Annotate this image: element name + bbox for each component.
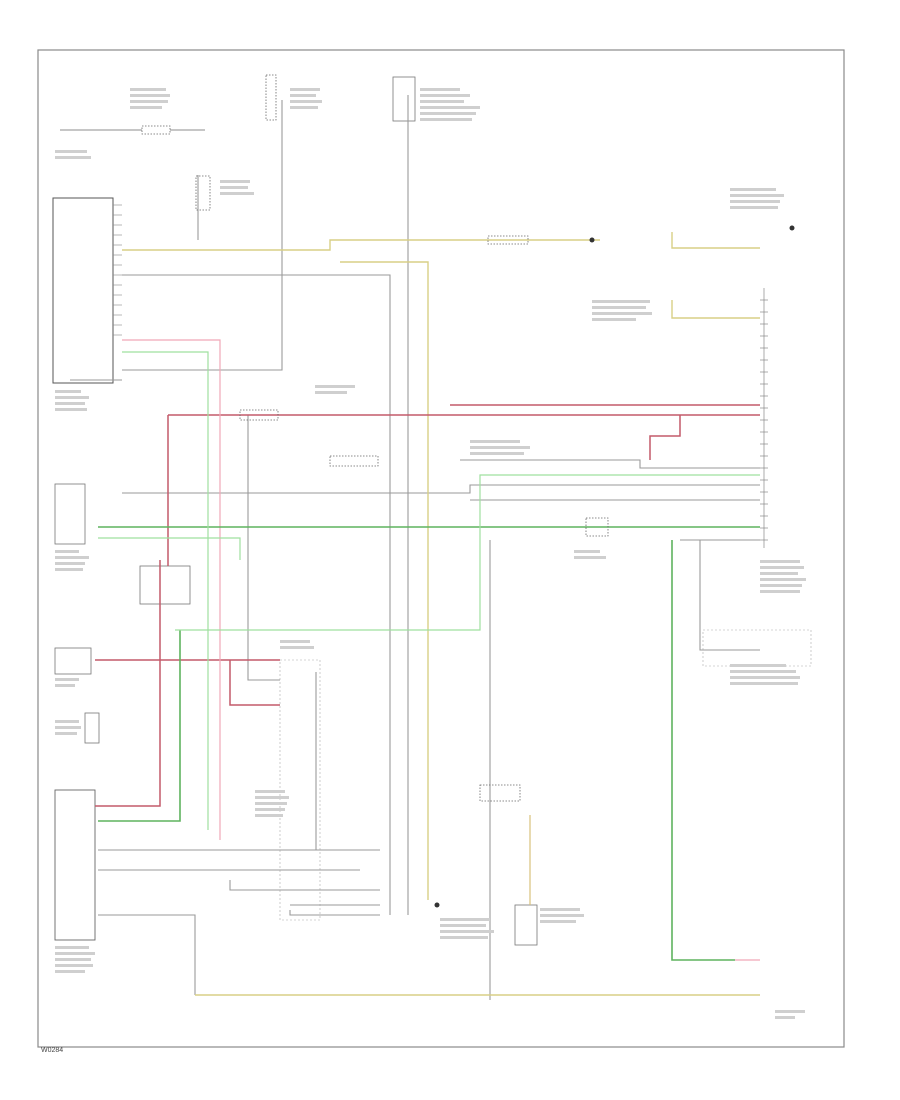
green-wires [98,526,760,961]
right-ground-box [702,629,812,667]
control-module-box [54,789,96,941]
faint-labels [55,88,806,1019]
top-center-switch-box [392,76,416,122]
center-connector-box [279,659,321,921]
ground-point-2 [789,225,795,231]
gray-wires [70,95,760,1000]
left-switch-box-2 [54,647,92,675]
left-switch-box-1 [54,483,86,545]
right-connector-column [760,288,768,548]
left-upper-module-pins [113,204,122,336]
left-upper-module [52,197,114,384]
junction-block [139,565,191,605]
ground-point-1 [589,237,595,243]
switch-symbols [60,74,609,802]
lower-middle-relay-box [514,904,538,946]
ground-point-3 [434,902,440,908]
image-code-label: W0284 [41,1047,63,1054]
yellow-wires [122,232,760,996]
red-wires [95,404,760,807]
diagram-frame [37,49,845,1048]
light-green-wires [98,351,760,830]
left-switch-box-3 [84,712,100,744]
pink-wires [122,339,760,961]
